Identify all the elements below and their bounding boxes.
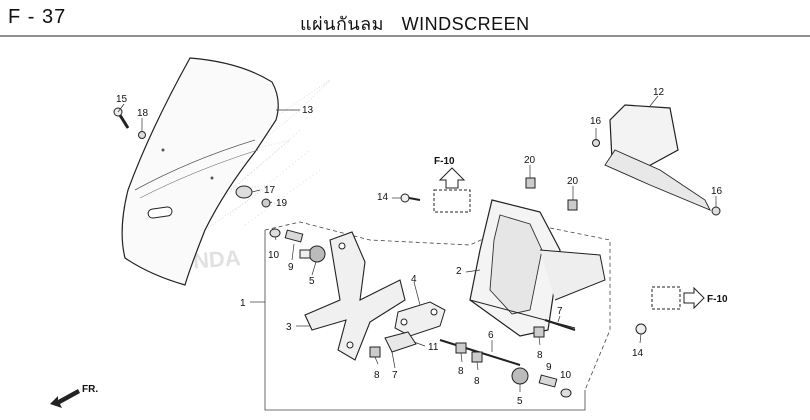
callout-9-right: 9 bbox=[546, 362, 552, 373]
knob-5-left bbox=[299, 245, 326, 263]
callout-16-right: 16 bbox=[711, 186, 723, 197]
plate-part-11 bbox=[384, 331, 417, 353]
front-direction-arrow: FR. bbox=[50, 384, 98, 408]
front-direction-label: FR. bbox=[82, 384, 98, 395]
callout-10-left: 10 bbox=[268, 250, 280, 261]
meter-part-12 bbox=[604, 104, 711, 211]
clip-20-left bbox=[525, 177, 536, 189]
callout-1: 1 bbox=[240, 298, 246, 309]
callout-numbers: 15 18 13 17 19 1 3 10 9 5 4 2 14 14 12 1… bbox=[116, 87, 723, 407]
callout-8-b: 8 bbox=[458, 366, 464, 377]
callout-10-right: 10 bbox=[560, 370, 572, 381]
spring-9-left bbox=[284, 229, 304, 243]
ref-label-right: F-10 bbox=[707, 294, 728, 305]
shaft-7-right bbox=[544, 319, 576, 331]
bolt-14-left bbox=[400, 193, 421, 203]
clip-20-right bbox=[567, 199, 578, 211]
callout-19: 19 bbox=[276, 198, 288, 209]
collar-18 bbox=[138, 131, 146, 139]
callout-3: 3 bbox=[286, 322, 292, 333]
callout-12: 12 bbox=[653, 87, 665, 98]
ref-label-top: F-10 bbox=[434, 156, 455, 167]
ref-arrow-right: F-10 bbox=[651, 286, 728, 310]
callout-5-lower: 5 bbox=[517, 396, 523, 407]
callout-13: 13 bbox=[302, 105, 314, 116]
frame-part-2 bbox=[469, 199, 606, 337]
link-part-4 bbox=[394, 301, 446, 337]
leader-lines bbox=[117, 95, 717, 392]
callout-16-upper: 16 bbox=[590, 116, 602, 127]
spring-9-right bbox=[538, 374, 558, 388]
bushing-8-a bbox=[369, 346, 381, 358]
callout-6: 6 bbox=[488, 330, 494, 341]
collar-10-left bbox=[269, 228, 281, 238]
ref-arrow-up: F-10 bbox=[433, 156, 471, 213]
collar-10-right bbox=[560, 388, 572, 398]
rubber-17 bbox=[235, 185, 253, 199]
callout-7-right: 7 bbox=[557, 306, 563, 317]
callout-15: 15 bbox=[116, 94, 128, 105]
callout-5-left: 5 bbox=[309, 276, 315, 287]
title-english: WINDSCREEN bbox=[401, 14, 530, 34]
bushing-8-c bbox=[471, 351, 483, 363]
page-title: แผ่นกันลม WINDSCREEN bbox=[300, 9, 542, 38]
callout-4: 4 bbox=[411, 274, 417, 285]
bushing-8-b bbox=[455, 342, 467, 354]
assembly-frame-outline bbox=[264, 230, 586, 411]
screw-16-upper bbox=[592, 139, 600, 147]
callout-17: 17 bbox=[264, 185, 276, 196]
callout-8-d: 8 bbox=[537, 350, 543, 361]
callout-20-right: 20 bbox=[567, 176, 579, 187]
bolt-14-bottom bbox=[635, 323, 647, 335]
stay-part-3 bbox=[304, 231, 406, 361]
callout-8-a: 8 bbox=[374, 370, 380, 381]
nut-19 bbox=[261, 198, 271, 208]
callout-14-bottom: 14 bbox=[632, 348, 644, 359]
callout-18: 18 bbox=[137, 108, 149, 119]
callout-7-left: 7 bbox=[392, 370, 398, 381]
title-thai: แผ่นกันลม bbox=[300, 14, 385, 34]
callout-8-c: 8 bbox=[474, 376, 480, 387]
bushing-8-d bbox=[533, 326, 545, 338]
callout-2: 2 bbox=[456, 266, 462, 277]
callout-11: 11 bbox=[428, 342, 439, 353]
screw-16-right bbox=[711, 206, 721, 216]
page-code: F - 37 bbox=[8, 6, 67, 28]
windscreen-part bbox=[121, 57, 279, 286]
bolt-15 bbox=[113, 107, 130, 129]
callout-20-left: 20 bbox=[524, 155, 536, 166]
callout-14-left: 14 bbox=[377, 192, 389, 203]
assembly-frame-top bbox=[264, 221, 611, 391]
knob-5-lower bbox=[511, 367, 529, 385]
callout-9-left: 9 bbox=[288, 262, 294, 273]
